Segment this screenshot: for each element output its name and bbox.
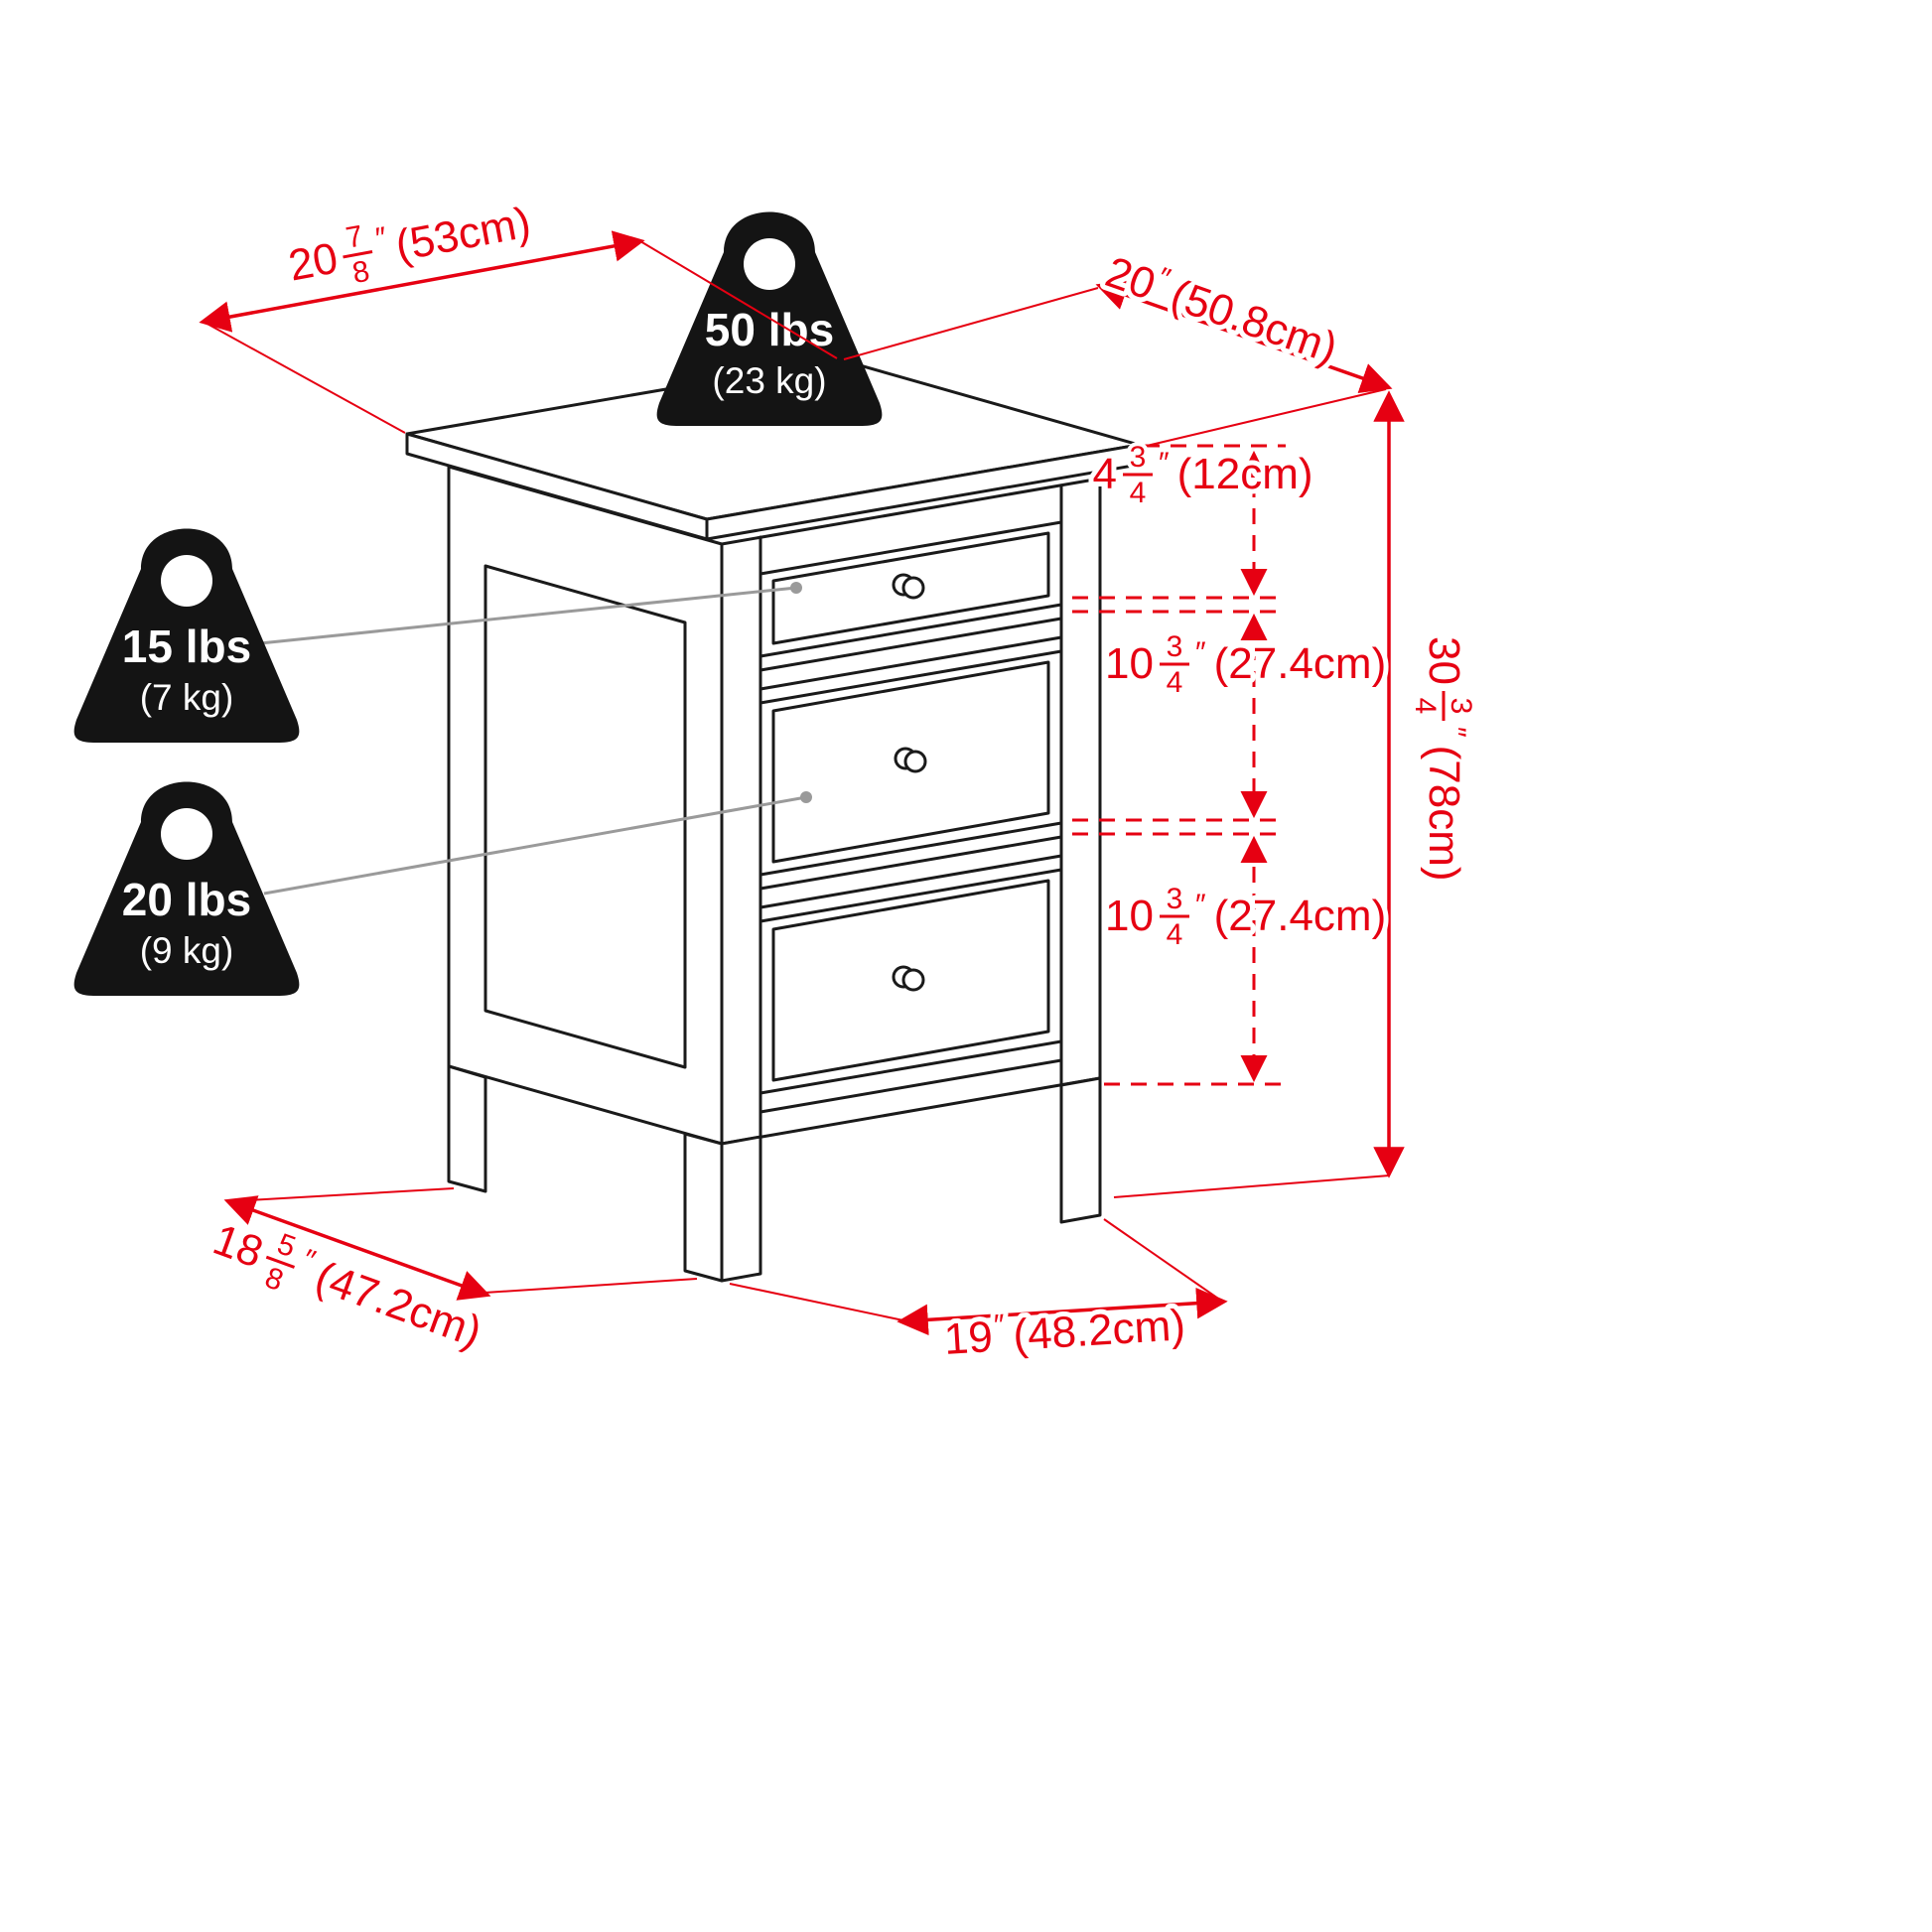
weight-capacity-top-drawer: 15 lbs (7 kg): [73, 528, 300, 743]
svg-text:″(27.4cm): ″(27.4cm): [1195, 636, 1386, 688]
back-left-leg: [447, 1064, 487, 1193]
svg-text:4: 4: [1130, 477, 1147, 509]
leader-middle-drawer: [263, 795, 807, 896]
svg-text:″(48.2cm): ″(48.2cm): [993, 1298, 1186, 1361]
drawer-top-knob: [892, 573, 925, 600]
leader-top-drawer: [259, 586, 797, 645]
svg-text:3: 3: [1130, 441, 1147, 474]
weight-kg-label: (9 kg): [140, 930, 234, 971]
dimension-base-depth: 18 5 8 ″(47.2cm): [202, 1187, 698, 1362]
left-panel-recess: [483, 564, 687, 1069]
weight-lbs-label: 15 lbs: [122, 621, 251, 672]
drawer-top: [759, 520, 1063, 658]
weight-capacity-middle-drawer: 20 lbs (9 kg): [73, 781, 300, 996]
dimension-base-width: 19 ″(48.2cm): [729, 1218, 1228, 1369]
projection-dashed-lines: [1072, 444, 1286, 1086]
weight-lbs-label: 20 lbs: [122, 874, 251, 925]
svg-text:″(53cm): ″(53cm): [373, 196, 534, 274]
svg-text:8: 8: [261, 1261, 288, 1298]
svg-text:20: 20: [1100, 247, 1162, 309]
weight-lbs-label: 50 lbs: [705, 304, 834, 355]
svg-text:″(12cm): ″(12cm): [1159, 447, 1313, 498]
dimension-label-top-drawer-height: 4 3 4 ″(12cm): [1088, 437, 1318, 513]
dimension-label-overall-height: 30 3 4 ″(78cm): [1405, 631, 1481, 886]
svg-text:″(50.8cm): ″(50.8cm): [1148, 261, 1345, 373]
dimension-bottom-drawer-height: 10 3 4 ″(27.4cm): [1100, 835, 1391, 1083]
weight-capacity-top: 50 lbs (23 kg): [656, 211, 883, 426]
svg-text:5: 5: [273, 1227, 300, 1264]
svg-text:19: 19: [942, 1312, 994, 1364]
weight-kg-label: (7 kg): [140, 677, 234, 718]
dimension-label-base-width: 19 ″(48.2cm): [937, 1296, 1191, 1369]
drawer-bottom-knob: [892, 965, 925, 992]
svg-text:3: 3: [1445, 698, 1477, 715]
drawer-middle: [759, 649, 1063, 877]
svg-text:4: 4: [1167, 666, 1183, 699]
svg-text:4: 4: [1409, 698, 1442, 715]
dimension-top-drawer-height: 4 3 4 ″(12cm): [1088, 437, 1318, 597]
dimension-label-base-depth: 18 5 8 ″(47.2cm): [202, 1210, 492, 1362]
svg-text:3: 3: [1167, 883, 1183, 915]
cabinet-line-drawing: [405, 357, 1141, 1283]
svg-text:30: 30: [1420, 636, 1468, 685]
drawer-bottom: [759, 868, 1063, 1095]
dimension-overall-height: 30 3 4 ″(78cm): [1113, 390, 1481, 1198]
front-right-leg: [1059, 1076, 1102, 1224]
svg-text:10: 10: [1105, 892, 1154, 940]
svg-text:3: 3: [1167, 630, 1183, 663]
weight-leader-lines: [259, 582, 812, 896]
svg-text:″(27.4cm): ″(27.4cm): [1195, 889, 1386, 940]
svg-text:7: 7: [344, 219, 365, 254]
svg-text:4: 4: [1167, 918, 1183, 951]
dimension-label-top-width: 20 ″(50.8cm): [1095, 242, 1349, 378]
front-left-leg-side: [683, 1132, 724, 1283]
svg-text:8: 8: [349, 255, 371, 290]
dimension-label-middle-drawer-height: 10 3 4 ″(27.4cm): [1100, 626, 1391, 703]
svg-text:18: 18: [207, 1215, 269, 1278]
dimension-middle-drawer-height: 10 3 4 ″(27.4cm): [1100, 613, 1391, 819]
svg-text:20: 20: [285, 233, 342, 290]
front-left-leg: [720, 1135, 762, 1283]
svg-text:10: 10: [1105, 639, 1154, 688]
dimension-label-bottom-drawer-height: 10 3 4 ″(27.4cm): [1100, 879, 1391, 955]
svg-text:4: 4: [1093, 450, 1117, 498]
drawer-middle-knob: [894, 747, 927, 773]
weight-kg-label: (23 kg): [712, 360, 826, 401]
leader-dot-middle-drawer: [800, 791, 812, 803]
cabinet-top: [405, 357, 1141, 541]
leader-dot-top-drawer: [790, 582, 802, 594]
svg-text:″(78cm): ″(78cm): [1420, 727, 1471, 882]
